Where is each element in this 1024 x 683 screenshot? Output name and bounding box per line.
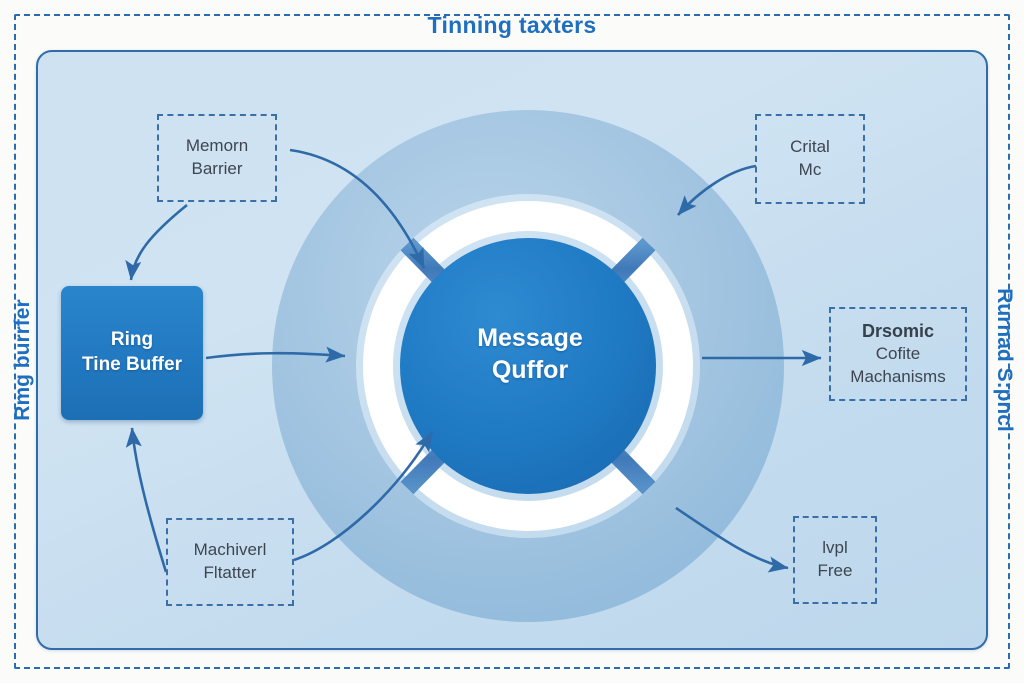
ring-tine-buffer-box[interactable]: Ring Tine Buffer bbox=[61, 286, 203, 420]
annotation-lvpl-free-line2: Free bbox=[817, 561, 853, 580]
annotation-critical-mc-line1: Crital bbox=[790, 137, 830, 157]
outer-dashed-frame bbox=[14, 14, 1010, 669]
annotation-machine-flatter-line1: Machiverl bbox=[193, 540, 267, 560]
annotation-lvpl-free[interactable]: lvpl Free bbox=[793, 516, 877, 604]
annotation-memory-barrier-line1: Memorn bbox=[185, 136, 249, 156]
arrow-machine-to-ringbuffer bbox=[125, 427, 168, 573]
annotation-memory-barrier-line2: Barrier bbox=[191, 159, 243, 178]
ring-core-circle bbox=[400, 238, 656, 494]
arrow-ring-to-critical bbox=[677, 164, 757, 216]
arrow-memory-to-core bbox=[289, 148, 426, 269]
arrow-machine-to-core bbox=[293, 431, 434, 562]
annotation-memory-barrier[interactable]: Memorn Barrier bbox=[157, 114, 277, 202]
annotation-dynamic-cofite-line3: Machanisms bbox=[850, 367, 946, 387]
ring-tine-buffer-line1: Ring bbox=[110, 329, 154, 351]
annotation-critical-mc-line2: Mc bbox=[798, 160, 822, 179]
diagram-title: Tinning taxters bbox=[427, 12, 597, 38]
ring-annulus bbox=[272, 110, 784, 622]
annotation-machine-flatter-line2: Fltatter bbox=[203, 563, 257, 582]
annotation-dynamic-cofite[interactable]: Drsomic Cofite Machanisms bbox=[829, 307, 967, 401]
ring-tine-buffer-line2: Tine Buffer bbox=[82, 354, 182, 375]
arrow-ring-to-lvpl bbox=[675, 506, 789, 573]
arrow-memory-to-ringbuffer bbox=[125, 203, 188, 281]
arrow-ringbuffer-to-ring bbox=[205, 346, 346, 363]
annotation-machine-flatter[interactable]: Machiverl Fltatter bbox=[166, 518, 294, 606]
annotation-critical-mc[interactable]: Crital Mc bbox=[755, 114, 865, 204]
connector-arrows bbox=[125, 148, 822, 573]
annotation-dynamic-cofite-line2: Cofite bbox=[875, 344, 921, 364]
annotation-dynamic-cofite-line1: Drsomic bbox=[861, 320, 935, 341]
annotation-lvpl-free-line1: lvpl bbox=[822, 538, 848, 558]
